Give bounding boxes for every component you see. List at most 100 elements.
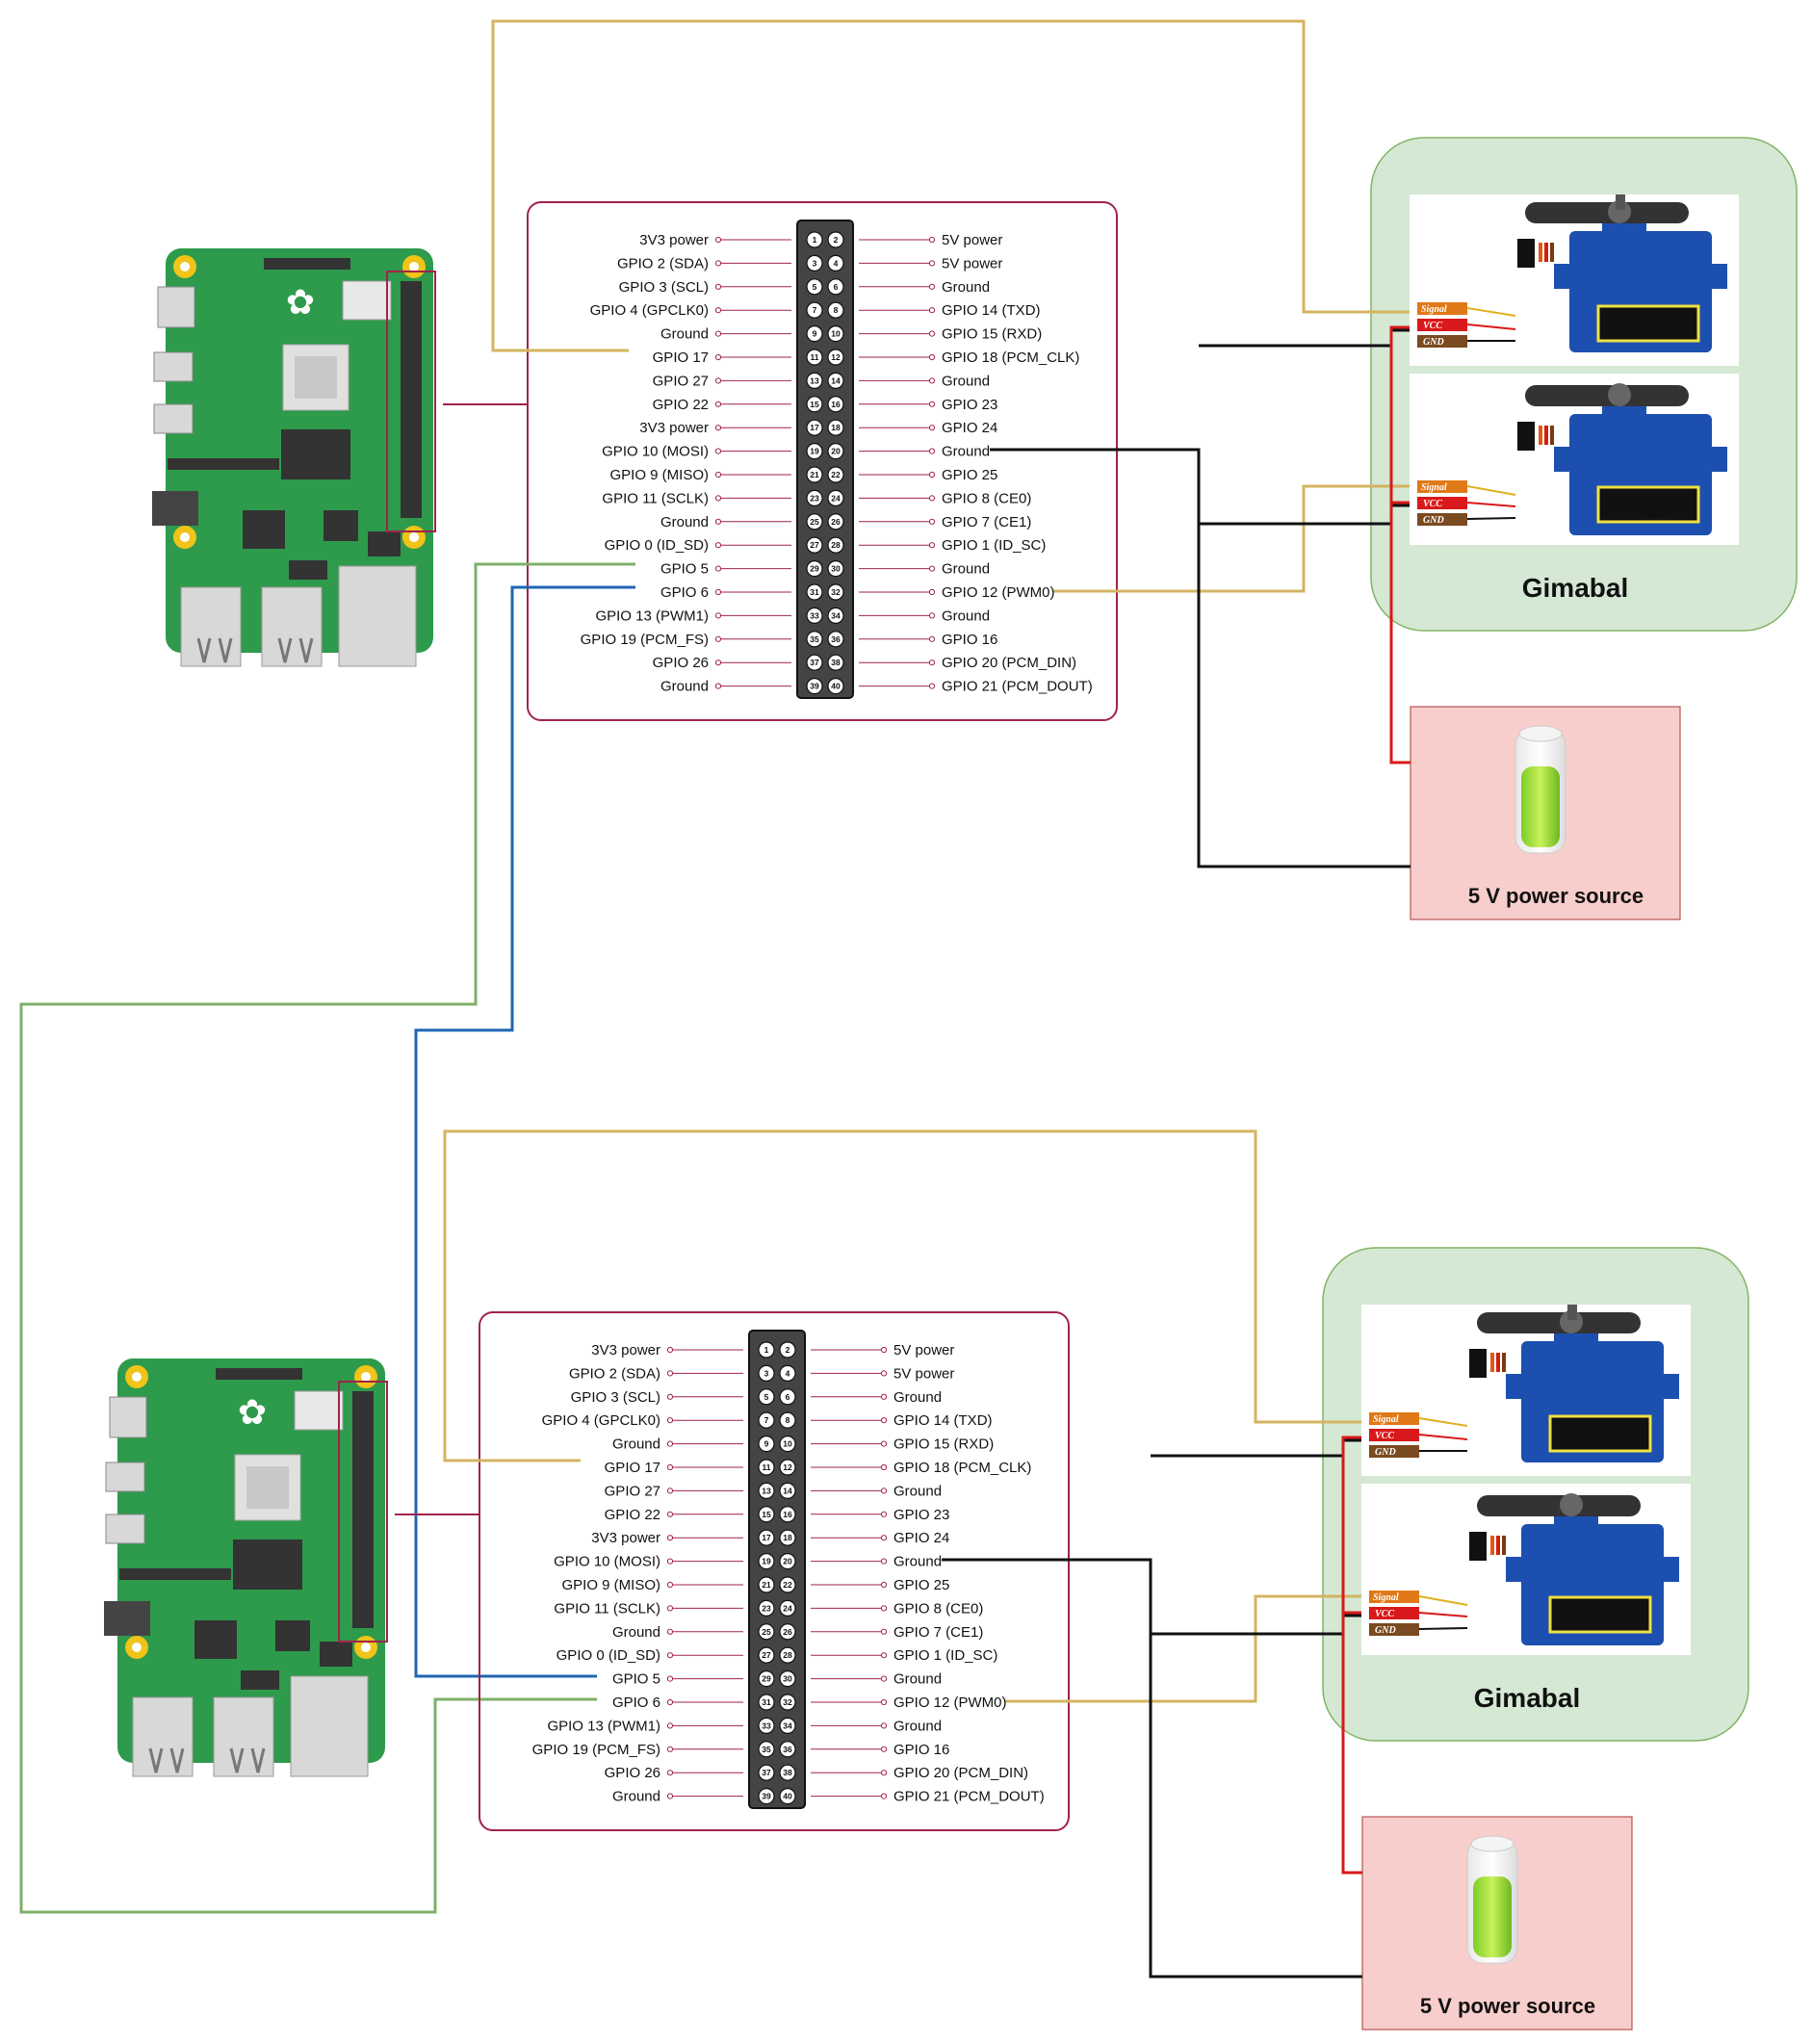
- pin-label-7: GPIO 4 (GPCLK0): [590, 302, 709, 319]
- pin-dot: [928, 565, 936, 572]
- pin-dot: [880, 1675, 888, 1682]
- pin-number: 30: [783, 1674, 792, 1684]
- pin-dot: [928, 260, 936, 267]
- pin-dot: [928, 353, 936, 361]
- pin-number: 21: [762, 1580, 771, 1590]
- pin-label-19: GPIO 10 (MOSI): [602, 444, 709, 460]
- pin-dot: [928, 588, 936, 596]
- pin-11: [806, 349, 823, 366]
- pin-dot: [928, 518, 936, 525]
- pin-label-16: GPIO 23: [942, 397, 997, 413]
- pin-dot: [880, 1770, 888, 1776]
- pin-number: 39: [810, 682, 819, 691]
- gimbal-title: Gimabal: [1474, 1683, 1580, 1713]
- pin-7: [806, 301, 823, 319]
- pin-dot: [928, 612, 936, 619]
- pin-number: 23: [762, 1603, 771, 1613]
- pin-label-29: GPIO 5: [612, 1671, 660, 1688]
- pin-dot: [714, 307, 722, 314]
- pin-dot: [928, 330, 936, 337]
- pin-37: [806, 654, 823, 671]
- pin-label-40: GPIO 21 (PCM_DOUT): [893, 1789, 1045, 1805]
- pin-number: 35: [810, 634, 819, 644]
- pin-dot: [714, 377, 722, 384]
- pin-3: [758, 1364, 775, 1383]
- pin-label-28: GPIO 1 (ID_SC): [893, 1647, 997, 1664]
- servo-logo-main: DIY: [1594, 1602, 1620, 1618]
- pin-14: [827, 372, 844, 389]
- pin-dot: [928, 635, 936, 642]
- pin-dot: [880, 1440, 888, 1447]
- pin-dot: [666, 1370, 674, 1377]
- pin-dot: [714, 471, 722, 479]
- pin-dot: [666, 1463, 674, 1471]
- servo-tag-gnd: GND: [1423, 337, 1444, 348]
- pin-label-20: Ground: [893, 1554, 942, 1570]
- pin-8: [827, 301, 844, 319]
- pin-38: [827, 654, 844, 671]
- servo-2: DIY ables Signal VCC GND: [1361, 1484, 1691, 1655]
- wire-sda: [19, 562, 635, 1914]
- wire-gpio12-signal: [1053, 484, 1418, 593]
- pin-label-18: GPIO 24: [893, 1530, 949, 1546]
- pin-label-17: 3V3 power: [639, 420, 709, 436]
- pin-21: [758, 1576, 775, 1593]
- pin-28: [827, 536, 844, 554]
- pin-number: 23: [810, 493, 819, 503]
- pin-number: 36: [783, 1745, 792, 1754]
- pin-33: [806, 607, 823, 625]
- pin-23: [806, 489, 823, 507]
- pin-number: 28: [783, 1650, 792, 1660]
- pin-dot: [666, 1581, 674, 1589]
- system-2: Gimabal 5 V power source: [104, 1129, 1749, 2031]
- battery-icon: [1514, 725, 1566, 854]
- pin-label-4: 5V power: [893, 1365, 954, 1382]
- pin-label-23: GPIO 11 (SCLK): [554, 1600, 660, 1617]
- pin-dot: [666, 1770, 674, 1776]
- pin-number: 8: [834, 305, 839, 315]
- pin-dot: [714, 401, 722, 407]
- servo-logo-sub: ables: [1597, 1439, 1618, 1448]
- servo-logo-sub: ables: [1597, 1620, 1618, 1629]
- wire-vcc: [1389, 325, 1418, 764]
- pin-label-12: GPIO 18 (PCM_CLK): [942, 349, 1079, 366]
- servo-tag-signal: Signal: [1421, 304, 1447, 315]
- pin-28: [779, 1646, 796, 1664]
- pin-number: 29: [762, 1674, 771, 1684]
- pin-number: 28: [831, 540, 841, 550]
- pin-label-16: GPIO 23: [893, 1507, 949, 1523]
- header-strip: [796, 220, 854, 699]
- pin-dot: [928, 471, 936, 479]
- pin-label-20: Ground: [942, 444, 990, 460]
- pin-dot: [714, 353, 722, 361]
- pin-dot: [928, 660, 936, 666]
- pin-label-30: Ground: [893, 1671, 942, 1688]
- pin-number: 19: [762, 1557, 771, 1566]
- pin-dot: [928, 425, 936, 431]
- pin-number: 25: [762, 1627, 771, 1637]
- pin-label-14: Ground: [942, 373, 990, 389]
- pin-16: [827, 396, 844, 413]
- pin-29: [806, 559, 823, 578]
- pin-dot: [714, 683, 722, 689]
- pin-35: [806, 631, 823, 648]
- pin-number: 8: [786, 1415, 790, 1425]
- pin-40: [827, 677, 844, 695]
- pin-label-23: GPIO 11 (SCLK): [602, 490, 709, 506]
- pin-1: [758, 1341, 775, 1358]
- pin-number: 5: [764, 1392, 769, 1402]
- pin-11: [758, 1459, 775, 1476]
- pin-label-39: Ground: [660, 679, 709, 695]
- pin-dot: [880, 1463, 888, 1471]
- pin-label-11: GPIO 17: [653, 349, 709, 366]
- pin-30: [827, 559, 844, 578]
- pin-number: 27: [810, 540, 819, 550]
- pin-dot: [928, 307, 936, 314]
- pin-3: [806, 254, 823, 272]
- pin-label-19: GPIO 10 (MOSI): [554, 1554, 660, 1570]
- pin-number: 37: [762, 1768, 771, 1777]
- pin-dot: [928, 377, 936, 384]
- pin-label-27: GPIO 0 (ID_SD): [557, 1647, 660, 1664]
- pin-13: [806, 372, 823, 389]
- pin-dot: [666, 1605, 674, 1612]
